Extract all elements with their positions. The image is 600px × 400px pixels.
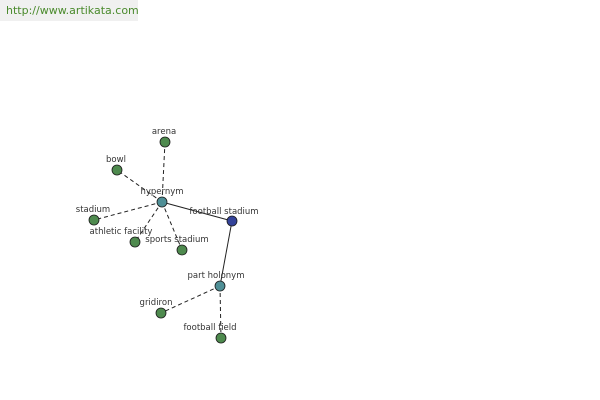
edge-hypernym-to-stadium: [93, 201, 163, 221]
edge-hypernym-to-sports-stadium: [161, 201, 183, 251]
node-gridiron[interactable]: [155, 307, 167, 319]
node-label-stadium[interactable]: stadium: [76, 205, 110, 215]
node-label-football-stadium[interactable]: football stadium: [189, 207, 258, 217]
node-part-holonym[interactable]: [214, 280, 226, 292]
node-sports-stadium[interactable]: [176, 244, 188, 256]
nodes-layer: [88, 136, 238, 344]
edge-hypernym-to-athletic-facility: [134, 201, 163, 243]
node-label-bowl[interactable]: bowl: [106, 155, 126, 165]
node-arena[interactable]: [159, 136, 171, 148]
node-label-hypernym[interactable]: hypernym: [140, 187, 183, 197]
node-bowl[interactable]: [111, 164, 123, 176]
node-stadium[interactable]: [88, 214, 100, 226]
edges-layer: [93, 141, 233, 339]
edge-football-stadium-to-part-holonym: [219, 220, 233, 287]
node-label-part-holonym[interactable]: part holonym: [188, 271, 245, 281]
node-label-football-field[interactable]: football field: [183, 323, 236, 333]
edge-hypernym-to-bowl: [116, 169, 163, 203]
node-label-sports-stadium[interactable]: sports stadium: [145, 235, 208, 245]
node-football-field[interactable]: [215, 332, 227, 344]
node-label-athletic-facility[interactable]: athletic facility: [90, 227, 153, 237]
node-football-stadium[interactable]: [226, 215, 238, 227]
node-label-arena[interactable]: arena: [152, 127, 176, 137]
edge-football-stadium-to-hypernym: [161, 201, 233, 222]
edge-part-holonym-to-gridiron: [160, 285, 221, 314]
edge-part-holonym-to-football-field: [219, 285, 222, 339]
edge-hypernym-to-arena: [161, 141, 166, 203]
node-athletic-facility[interactable]: [129, 236, 141, 248]
node-hypernym[interactable]: [156, 196, 168, 208]
url-link[interactable]: http://www.artikata.com: [6, 4, 139, 17]
url-banner: http://www.artikata.com: [0, 0, 139, 21]
node-label-gridiron[interactable]: gridiron: [140, 298, 173, 308]
labels-layer: football stadium hypernym part holonym aren…: [76, 127, 259, 333]
